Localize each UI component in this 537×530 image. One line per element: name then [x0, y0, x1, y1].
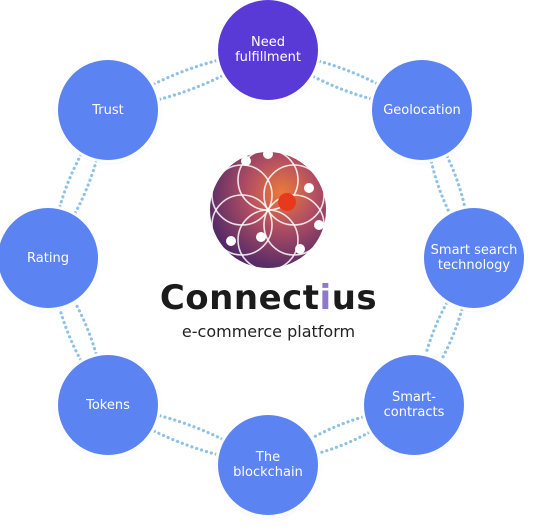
logo-emblem-icon: [210, 149, 326, 271]
node-label-line: technology: [437, 258, 511, 273]
node-label-line: Geolocation: [383, 102, 461, 118]
chain-link: [307, 425, 380, 458]
node-smart-contracts: Smart-contracts: [364, 355, 464, 455]
chain-link: [148, 411, 233, 446]
brand-tagline: e-commerce platform: [181, 322, 356, 341]
node-geolocation: Geolocation: [372, 60, 472, 160]
node-rating: Rating: [0, 208, 98, 308]
node-label-line: fulfillment: [235, 50, 301, 65]
node-label-line: Rating: [27, 250, 69, 266]
node-label-line: Need: [251, 35, 285, 50]
wordmark-accent: i: [319, 278, 332, 318]
chain-link: [68, 149, 101, 224]
node-label-line: contracts: [383, 405, 445, 420]
chain-link: [55, 144, 88, 219]
chain-link: [143, 56, 228, 91]
emblem-center-dot: [278, 193, 296, 211]
node-label-line: The blockchain: [233, 450, 303, 480]
brand-wordmark: Connectius: [0, 278, 537, 318]
chain-link: [148, 69, 233, 104]
node-label-line: Trust: [92, 102, 124, 118]
node-tokens: Tokens: [58, 355, 158, 455]
node-label: Trust: [92, 103, 123, 118]
node-the-blockchain: The blockchain: [218, 415, 318, 515]
node-label: Tokens: [86, 398, 130, 413]
chain-link: [302, 70, 382, 103]
node-trust: Trust: [58, 60, 158, 160]
chain-link: [308, 57, 388, 90]
node-label-line: Smart-: [391, 390, 436, 405]
chain-link: [302, 412, 375, 445]
wordmark-suffix: us: [331, 278, 378, 318]
chain-link: [143, 424, 228, 459]
node-label-line: Smart search: [430, 243, 518, 258]
wordmark-prefix: Connect: [159, 278, 320, 318]
node-label: Geolocation: [383, 103, 461, 118]
node-label: The blockchain: [224, 450, 312, 480]
node-label: Smart-contracts: [384, 390, 445, 420]
node-label: Rating: [27, 251, 69, 266]
node-label-line: Tokens: [86, 397, 130, 413]
